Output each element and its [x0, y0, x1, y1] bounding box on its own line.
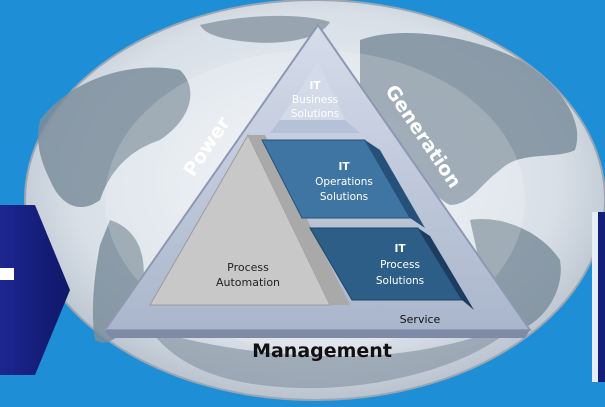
it-process-line3: Solutions	[376, 275, 424, 287]
it-operations-line1: IT	[338, 161, 350, 173]
it-process-line2: Process	[380, 259, 420, 271]
label-service: Service	[400, 313, 441, 326]
it-process-line1: IT	[394, 243, 406, 255]
it-business-line2: Business	[292, 94, 338, 106]
label-management: Management	[252, 340, 392, 362]
it-business-line3: Solutions	[291, 108, 339, 120]
pyramid-base-shadow	[105, 330, 530, 338]
it-business-line1: IT	[309, 80, 321, 92]
it-operations-side	[365, 140, 425, 228]
process-automation-line2: Automation	[216, 276, 280, 289]
it-operations-line3: Solutions	[320, 191, 368, 203]
it-business-block-shadow	[270, 120, 360, 133]
right-panel-shape	[592, 212, 605, 382]
it-process-side	[418, 228, 474, 310]
it-business-block	[280, 62, 345, 120]
process-automation-side	[248, 135, 350, 305]
it-operations-line2: Operations	[315, 176, 373, 188]
process-automation-line1: Process	[227, 261, 269, 274]
left-arrow-shape	[0, 205, 70, 375]
